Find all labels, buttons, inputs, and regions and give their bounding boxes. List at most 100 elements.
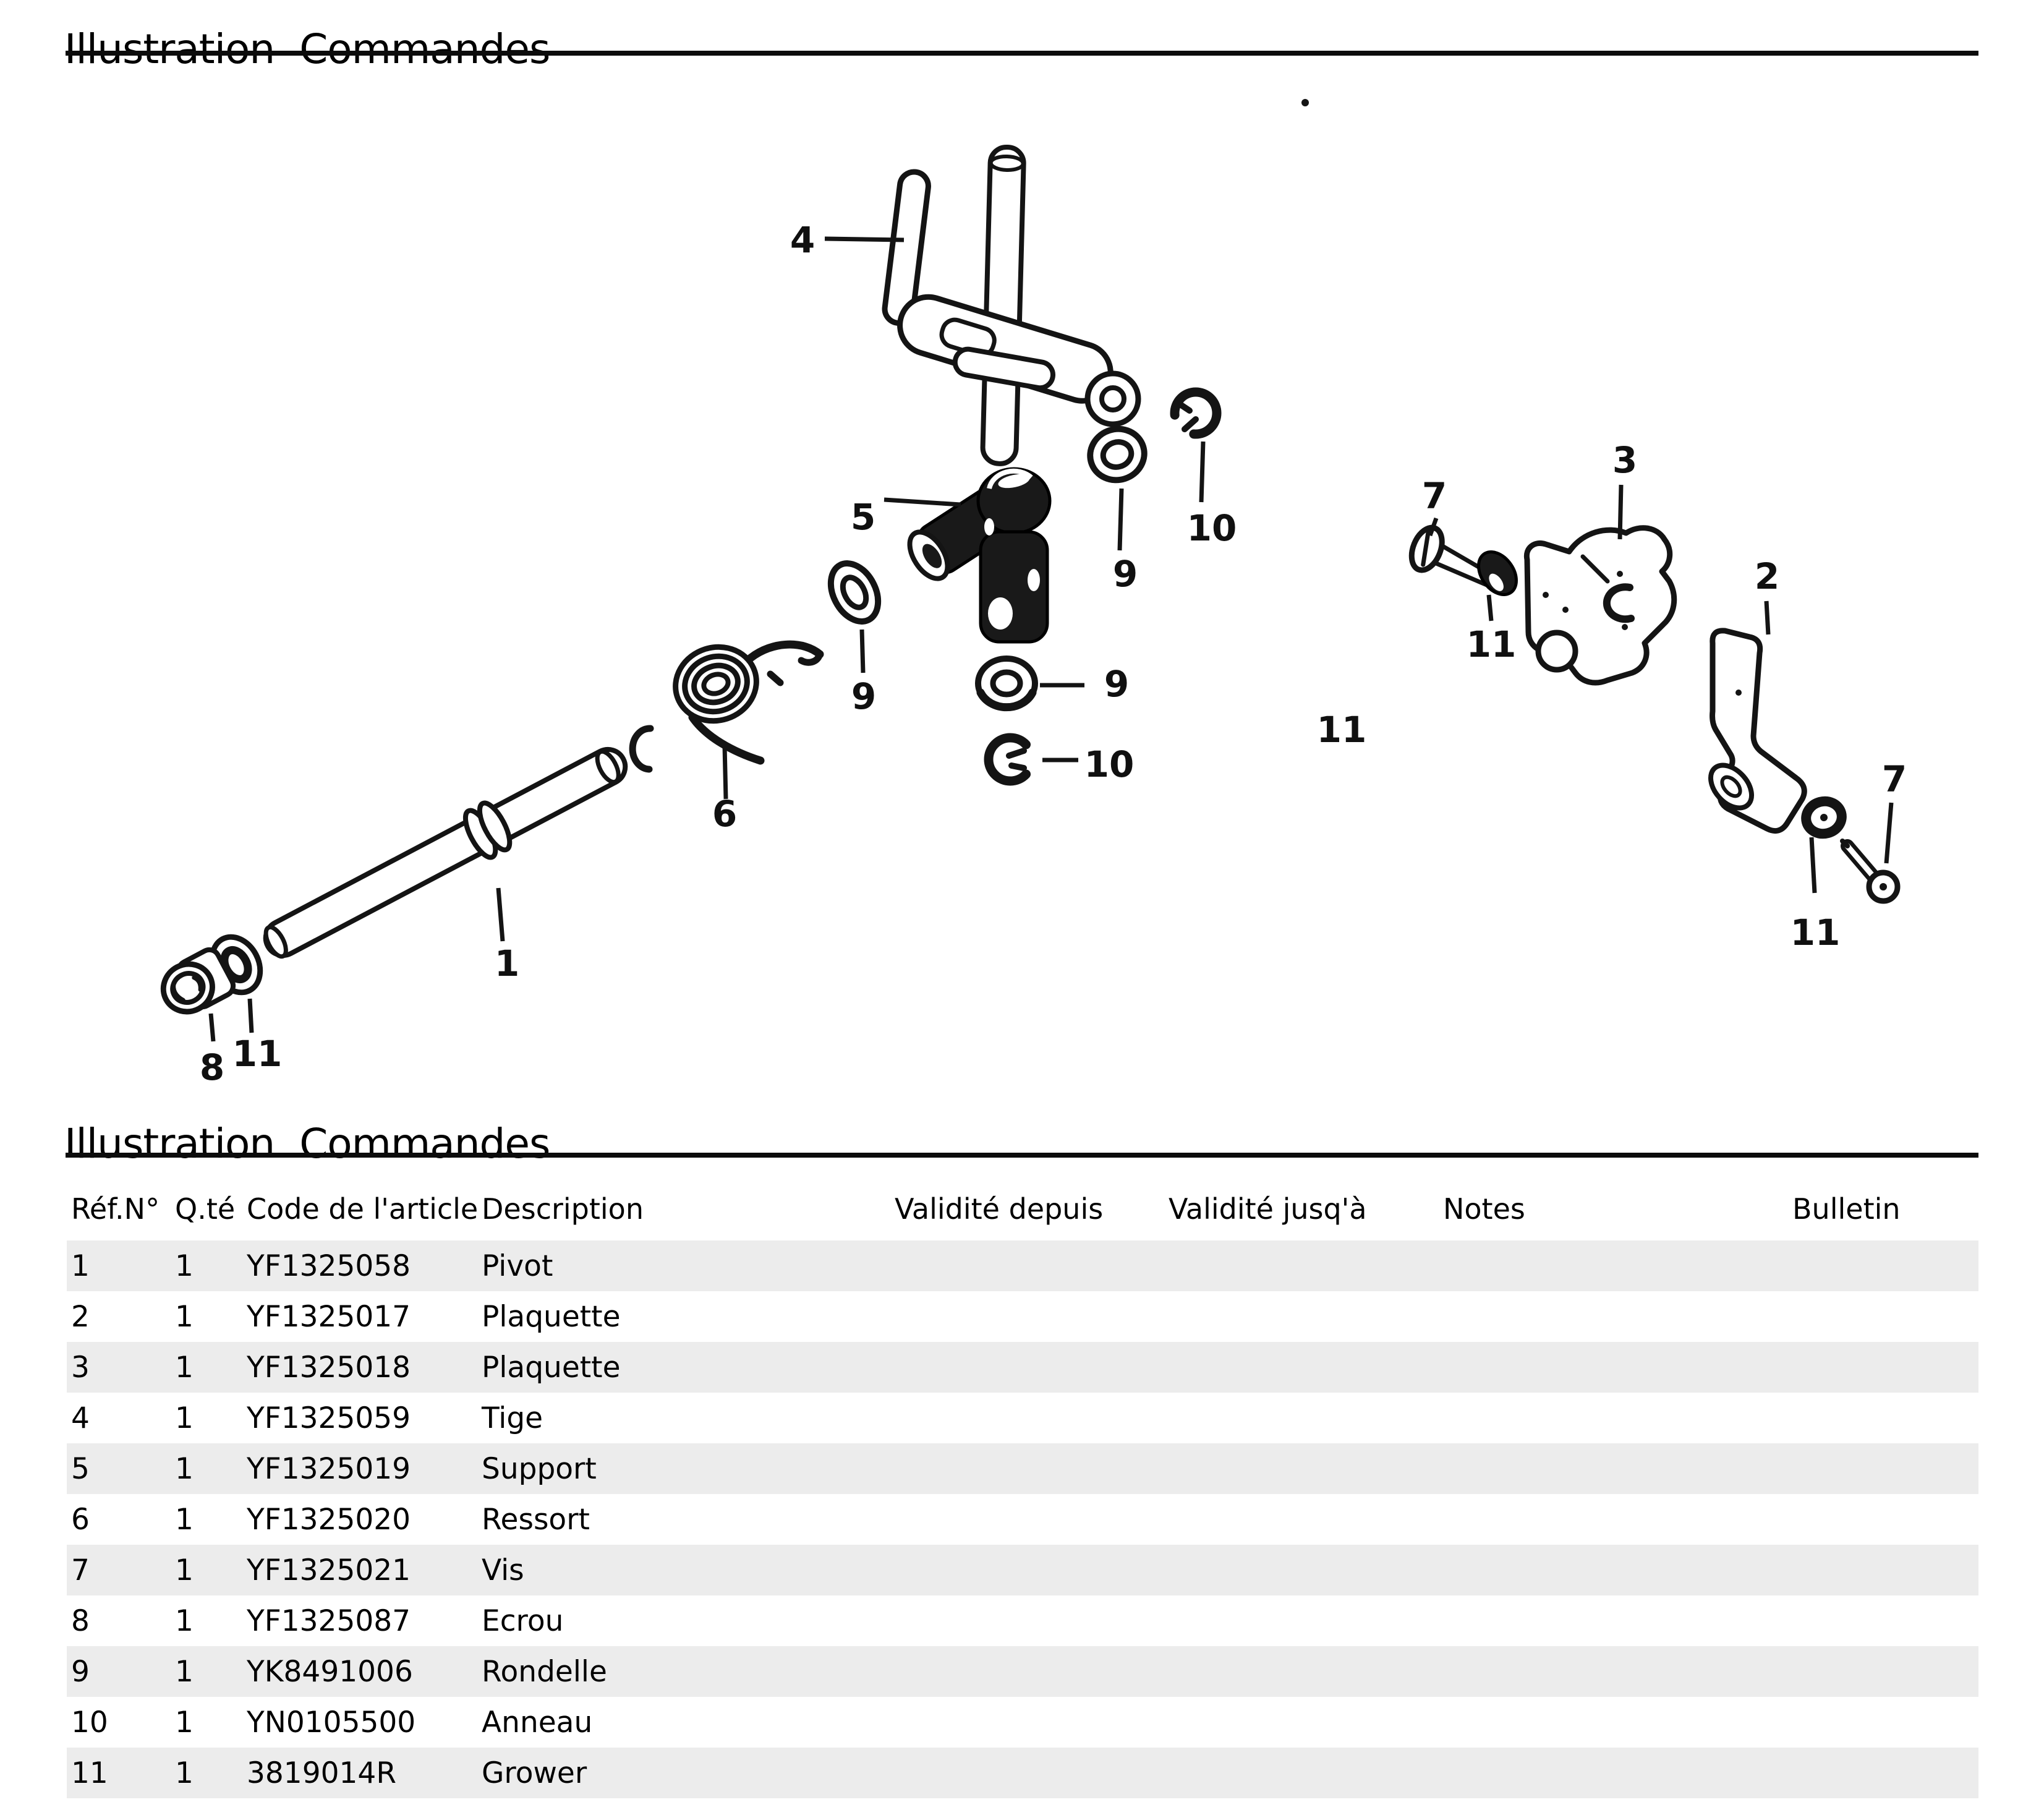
page-title: Illustration Commandes (64, 25, 550, 74)
table-cell: Plaquette (482, 1299, 621, 1334)
table-cell: 1 (175, 1654, 194, 1689)
callout-leader (1199, 441, 1206, 503)
table-cell: 4 (71, 1401, 90, 1435)
part-bracket (1523, 525, 1677, 686)
table-cell: Plaquette (482, 1350, 621, 1385)
table-cell: YF1325017 (247, 1299, 411, 1334)
callout-label: 1 (495, 942, 519, 984)
callout-label: 10 (1084, 743, 1135, 785)
table-cell: YF1325058 (247, 1249, 411, 1283)
table-cell: Support (482, 1451, 597, 1486)
callout-label: 6 (712, 793, 737, 835)
callout-leader (1809, 837, 1817, 894)
table-cell: 1 (175, 1249, 194, 1283)
table-cell: 1 (175, 1502, 194, 1537)
callout-leader (824, 236, 905, 242)
table-cell: 1 (71, 1249, 90, 1283)
table-cell: 1 (175, 1603, 194, 1638)
callout-leader (496, 887, 505, 942)
callout-label: 9 (851, 675, 876, 717)
table-cell: YF1325059 (247, 1401, 411, 1435)
table-cell: YF1325087 (247, 1603, 411, 1638)
table-cell: 1 (175, 1451, 194, 1486)
callout-leader (1764, 600, 1771, 635)
column-header-valid-from: Validité depuis (895, 1192, 1104, 1226)
callout-label: 11 (1317, 709, 1367, 751)
table-cell: 1 (175, 1756, 194, 1790)
part-eclip-10b (984, 733, 1037, 786)
table-row: 2 1 YF1325017 Plaquette (67, 1291, 1978, 1342)
table-cell: 10 (71, 1705, 108, 1740)
column-header-notes: Notes (1443, 1192, 1525, 1226)
table-cell: Grower (482, 1756, 587, 1790)
parts-table: Réf.N° Q.té Code de l'article Descriptio… (67, 1180, 1978, 1798)
table-cell: 8 (71, 1603, 90, 1638)
table-cell: YF1325021 (247, 1553, 411, 1587)
table-row: 9 1 YK8491006 Rondelle (67, 1646, 1978, 1697)
table-cell: 1 (175, 1299, 194, 1334)
scan-dot (1301, 99, 1309, 106)
callout-leader (884, 497, 961, 507)
callout-leader (1428, 517, 1439, 537)
callout-label: 7 (1422, 475, 1447, 517)
callout-leader (1117, 488, 1124, 551)
callout-leader (1486, 594, 1494, 621)
callout-label: 2 (1755, 555, 1779, 597)
table-cell: YN0105500 (247, 1705, 416, 1740)
table-row: 8 1 YF1325087 Ecrou (67, 1595, 1978, 1646)
table-cell: Rondelle (482, 1654, 607, 1689)
table-cell: Anneau (482, 1705, 593, 1740)
callout-leader (859, 629, 866, 673)
callout-label: 3 (1612, 439, 1637, 481)
table-cell: 1 (175, 1350, 194, 1385)
table-cell: 2 (71, 1299, 90, 1334)
divider-top (66, 51, 1978, 56)
column-header-code: Code de l'article (247, 1192, 477, 1226)
table-cell: Ressort (482, 1502, 590, 1537)
table-cell: YF1325019 (247, 1451, 411, 1486)
callout-label: 11 (232, 1033, 283, 1075)
callout-label: 10 (1187, 507, 1237, 549)
part-eclip-10a (1170, 387, 1222, 439)
callout-label: 11 (1467, 623, 1517, 665)
divider-middle (66, 1153, 1978, 1158)
part-washer-9b (827, 560, 882, 625)
table-cell: 6 (71, 1502, 90, 1537)
column-header-ref: Réf.N° (71, 1192, 160, 1226)
callout-leader (722, 745, 728, 800)
part-grower-11a (1477, 550, 1518, 597)
table-cell: YF1325020 (247, 1502, 411, 1537)
callout-label: 7 (1882, 758, 1907, 800)
callout-label: 9 (1113, 553, 1138, 595)
column-header-bulletin: Bulletin (1792, 1192, 1901, 1226)
part-lever (1708, 628, 1807, 834)
callout-label: 4 (790, 219, 815, 261)
callout-label: 11 (1791, 912, 1841, 954)
part-pivot-shaft (263, 746, 628, 959)
part-screw-7b (1840, 839, 1901, 904)
table-cell: 9 (71, 1654, 90, 1689)
table-cell: 1 (175, 1401, 194, 1435)
part-shift-arm (882, 169, 1141, 427)
table-cell: Ecrou (482, 1603, 564, 1638)
section-title: Illustration Commandes (64, 1120, 550, 1168)
part-spring (629, 640, 824, 773)
part-nut (160, 947, 236, 1015)
part-washer-9a (1087, 425, 1148, 484)
table-cell: YK8491006 (247, 1654, 413, 1689)
callout-leader (208, 1013, 216, 1042)
table-row: 1 1 YF1325058 Pivot (67, 1240, 1978, 1291)
table-cell: 7 (71, 1553, 90, 1587)
part-grower-11b (1801, 796, 1847, 839)
table-cell: Tige (482, 1401, 543, 1435)
table-header-row: Réf.N° Q.té Code de l'article Descriptio… (67, 1180, 1978, 1231)
table-cell: Pivot (482, 1249, 553, 1283)
callout-label: 5 (851, 496, 875, 538)
table-cell: 1 (175, 1705, 194, 1740)
table-cell: 3 (71, 1350, 90, 1385)
column-header-desc: Description (482, 1192, 644, 1226)
part-support (907, 467, 1052, 644)
